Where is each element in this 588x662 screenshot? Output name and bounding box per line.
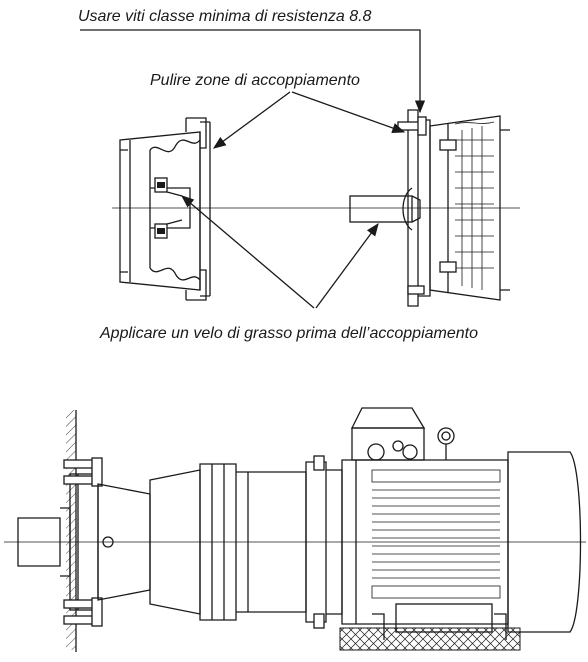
arrow-clean-right (291, 91, 406, 133)
arrow-bolts (80, 29, 426, 114)
assembled-view (4, 407, 586, 652)
motor-exploded (349, 109, 510, 307)
terminal-box (350, 407, 426, 461)
arrow-grease-right (315, 222, 379, 309)
exploded-view (80, 29, 520, 309)
lifting-eyebolt-icon (437, 427, 455, 460)
ground-base (339, 627, 521, 651)
bolts-note: Usare viti classe minima di resistenza 8… (78, 8, 372, 25)
arrow-clean-left (212, 91, 291, 149)
wall-support (66, 410, 76, 650)
motor-cooling-fins (371, 469, 501, 599)
arrow-grease-left (181, 195, 315, 309)
clean-note: Pulire zone di accoppiamento (150, 72, 360, 89)
grease-note: Applicare un velo di grasso prima dell’a… (100, 325, 478, 342)
fan-cover (507, 451, 582, 633)
